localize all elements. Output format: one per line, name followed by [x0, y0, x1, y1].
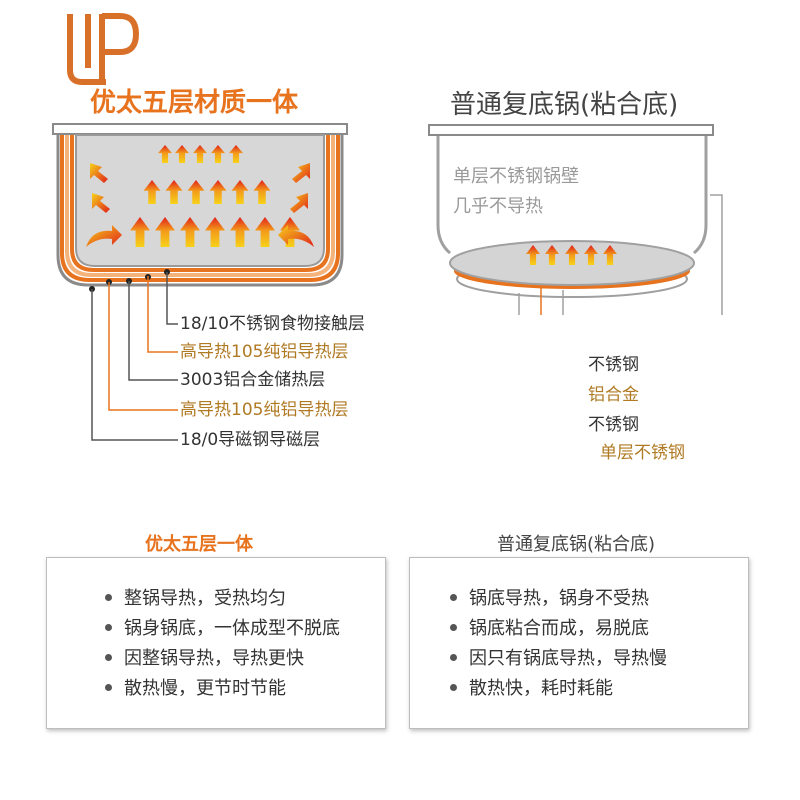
up-logo-icon: [67, 13, 140, 85]
heat-arrow-icon: [211, 145, 225, 163]
heat-arrow-icon: [209, 180, 227, 204]
left-title: 优太五层材质一体: [90, 88, 299, 118]
left-layer-label-5: 18/0导磁钢导磁层: [180, 430, 321, 450]
right-layer-label-3: 不锈钢: [588, 415, 639, 435]
left-layer-label-4: 高导热105纯铝导热层: [180, 400, 349, 420]
heat-arrow-icon: [603, 245, 617, 265]
heat-arrow-icon: [205, 217, 225, 247]
heat-arrow-icon: [180, 217, 200, 247]
heat-arrow-icon: [193, 145, 207, 163]
compare-left-title: 优太五层一体: [145, 534, 253, 555]
heat-arrow-icon: [165, 180, 183, 204]
bullet-icon: [105, 593, 112, 601]
bullet-icon: [105, 623, 112, 631]
left-layer-label-3: 3003铝合金储热层: [180, 370, 326, 390]
right-layer-label-4: 单层不锈钢: [600, 443, 685, 463]
compare-right-item: 因只有锅底导热，导热慢: [450, 644, 748, 674]
bullet-icon: [450, 683, 457, 691]
compare-right-item: 锅底粘合而成，易脱底: [450, 614, 748, 644]
heat-arrow-icon: [255, 217, 275, 247]
left-leader-lines: [91, 272, 178, 441]
heat-arrow-icon: [253, 180, 271, 204]
heat-arrow-icon: [229, 145, 243, 163]
right-layer-label-1: 不锈钢: [588, 355, 639, 375]
left-layer-label-2: 高导热105纯铝导热层: [180, 342, 349, 362]
compare-left-item: 整锅导热，受热均匀: [105, 584, 385, 614]
heat-arrow-icon: [584, 245, 598, 265]
five-layer-pot-diagram: [52, 123, 348, 292]
compare-left-box: 整锅导热，受热均匀 锅身锅底，一体成型不脱底 因整锅导热，导热更快 散热慢，更节…: [46, 557, 386, 729]
right-wall-note-1: 单层不锈钢锅壁: [453, 166, 579, 187]
bullet-icon: [105, 653, 112, 661]
heat-arrow-icon: [526, 245, 540, 265]
compare-left-item: 散热慢，更节时节能: [105, 674, 385, 704]
compare-right-title: 普通复底锅(粘合底): [497, 534, 656, 555]
heat-arrow-icon: [545, 245, 559, 265]
heat-arrow-icon: [155, 217, 175, 247]
right-layer-label-2: 铝合金: [588, 385, 639, 405]
right-wall-note-2: 几乎不导热: [453, 196, 543, 217]
heat-arrow-icon: [175, 145, 189, 163]
heat-arrow-icon: [565, 245, 579, 265]
bullet-icon: [450, 623, 457, 631]
compare-left-item: 锅身锅底，一体成型不脱底: [105, 614, 385, 644]
heat-arrow-icon: [230, 217, 250, 247]
compare-left-item: 因整锅导热，导热更快: [105, 644, 385, 674]
heat-arrow-icon: [143, 180, 161, 204]
compare-right-item: 散热快，耗时耗能: [450, 674, 748, 704]
heat-arrow-icon: [130, 217, 150, 247]
bullet-icon: [450, 653, 457, 661]
bullet-icon: [105, 683, 112, 691]
bullet-icon: [450, 593, 457, 601]
left-layer-label-1: 18/10不锈钢食物接触层: [180, 314, 365, 334]
bonded-base-pot-diagram: [428, 124, 723, 315]
heat-arrow-icon: [231, 180, 249, 204]
right-title: 普通复底锅(粘合底): [450, 90, 679, 120]
compare-right-item: 锅底导热，锅身不受热: [450, 584, 748, 614]
heat-arrow-icon: [187, 180, 205, 204]
compare-right-box: 锅底导热，锅身不受热 锅底粘合而成，易脱底 因只有锅底导热，导热慢 散热快，耗时…: [409, 557, 749, 729]
heat-arrow-icon: [158, 145, 172, 163]
